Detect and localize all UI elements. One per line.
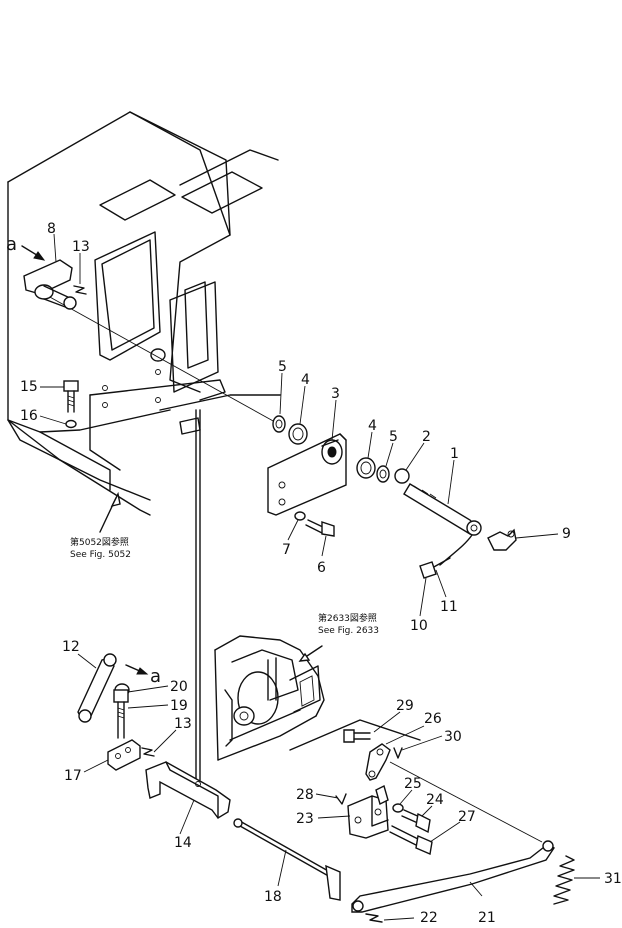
callout-21: 21: [478, 910, 496, 926]
part-28-cotter-pin: [335, 793, 347, 805]
part-13-cotter-pin-upper: [73, 285, 87, 295]
part-13-cotter-pin-lower: [141, 747, 155, 757]
part-19-bolt: [113, 689, 129, 739]
part-9-elbow: [487, 528, 517, 551]
callout-5: 5: [278, 359, 287, 375]
callout-13: 13: [174, 716, 192, 732]
engine-frame: [7, 111, 281, 516]
callout-1: 1: [450, 446, 459, 462]
part-24-bolt: [401, 809, 431, 834]
part-12-link-rod: [77, 653, 117, 723]
callout-28: 28: [296, 787, 314, 803]
callout-labels: 8 13 15 16 5 4 3 4 5 2 1 9 7 6 11 10 12 …: [6, 221, 622, 926]
part-23-bracket: [347, 784, 389, 839]
callout-8: 8: [47, 221, 56, 237]
callout-23: 23: [296, 811, 314, 827]
ref-arrow-5052: [99, 491, 121, 533]
part-4-bushing-right: [356, 457, 376, 479]
callout-13: 13: [72, 239, 90, 255]
part-4-bushing-left: [288, 423, 308, 445]
view-marker-a-bottom: a: [150, 666, 161, 687]
callout-24: 24: [426, 792, 444, 808]
part-1-lever-arm: [403, 483, 482, 536]
ref-2633-en: See Fig. 2633: [318, 626, 379, 636]
part-22-cotter-pin: [365, 913, 383, 923]
callout-26: 26: [424, 711, 442, 727]
callout-3: 3: [331, 386, 340, 402]
ref-2633-jp: 第2633図参照: [318, 612, 377, 624]
callout-20: 20: [170, 679, 188, 695]
part-3-mounting-plate: [267, 433, 347, 516]
linkage-wire: [389, 761, 543, 843]
callout-7: 7: [282, 542, 291, 558]
view-arrow-bottom: [125, 664, 149, 675]
ref-arrow-2633: [298, 645, 323, 662]
part-15-bolt: [63, 380, 79, 413]
callout-17: 17: [64, 768, 82, 784]
part-16-washer: [65, 419, 77, 429]
callout-14: 14: [174, 835, 192, 851]
callout-16: 16: [20, 408, 38, 424]
part-27-bolt: [389, 825, 433, 855]
callout-30: 30: [444, 729, 462, 745]
callout-19: 19: [170, 698, 188, 714]
pivot-shaft-axis: [47, 295, 276, 423]
part-31-spring: [553, 855, 575, 905]
part-29-bolt: [343, 729, 371, 743]
part-17-bracket: [107, 739, 141, 771]
part-7-washer: [294, 511, 306, 521]
part-18-rod: [233, 818, 341, 901]
callout-9: 9: [562, 526, 571, 542]
callout-22: 22: [420, 910, 438, 926]
part-26-lever: [365, 743, 391, 781]
callout-25: 25: [404, 776, 422, 792]
vertical-rod: [195, 409, 201, 781]
callout-4: 4: [301, 372, 310, 388]
view-marker-a-top: a: [6, 234, 17, 255]
part-5-seal-left: [272, 415, 286, 433]
callout-2: 2: [422, 429, 431, 445]
callout-10: 10: [410, 618, 428, 634]
callout-27: 27: [458, 809, 476, 825]
callout-5: 5: [389, 429, 398, 445]
part-14-u-bracket: [145, 761, 231, 819]
ref-5052-en: See Fig. 5052: [70, 550, 131, 560]
part-21-long-rod: [351, 840, 555, 913]
part-5-seal-right: [376, 465, 390, 483]
part-2-ball: [394, 468, 410, 484]
callout-12: 12: [62, 639, 80, 655]
part-8-lever-bracket: [23, 259, 77, 310]
callout-4: 4: [368, 418, 377, 434]
part-6-bolt: [305, 519, 335, 537]
transmission-housing: [214, 635, 421, 761]
callout-11: 11: [440, 599, 458, 615]
part-10-nut: [419, 561, 437, 579]
callout-18: 18: [264, 889, 282, 905]
part-11-ball-joint-stud: [431, 534, 473, 569]
callout-15: 15: [20, 379, 38, 395]
callout-6: 6: [317, 560, 326, 576]
callout-29: 29: [396, 698, 414, 714]
ref-5052-jp: 第5052図参照: [70, 536, 129, 548]
callout-31: 31: [604, 871, 622, 887]
part-25-washer: [392, 803, 404, 813]
view-arrow-top: [21, 245, 46, 261]
part-30-cotter-pin: [393, 747, 403, 759]
leader-lines: [39, 233, 600, 921]
